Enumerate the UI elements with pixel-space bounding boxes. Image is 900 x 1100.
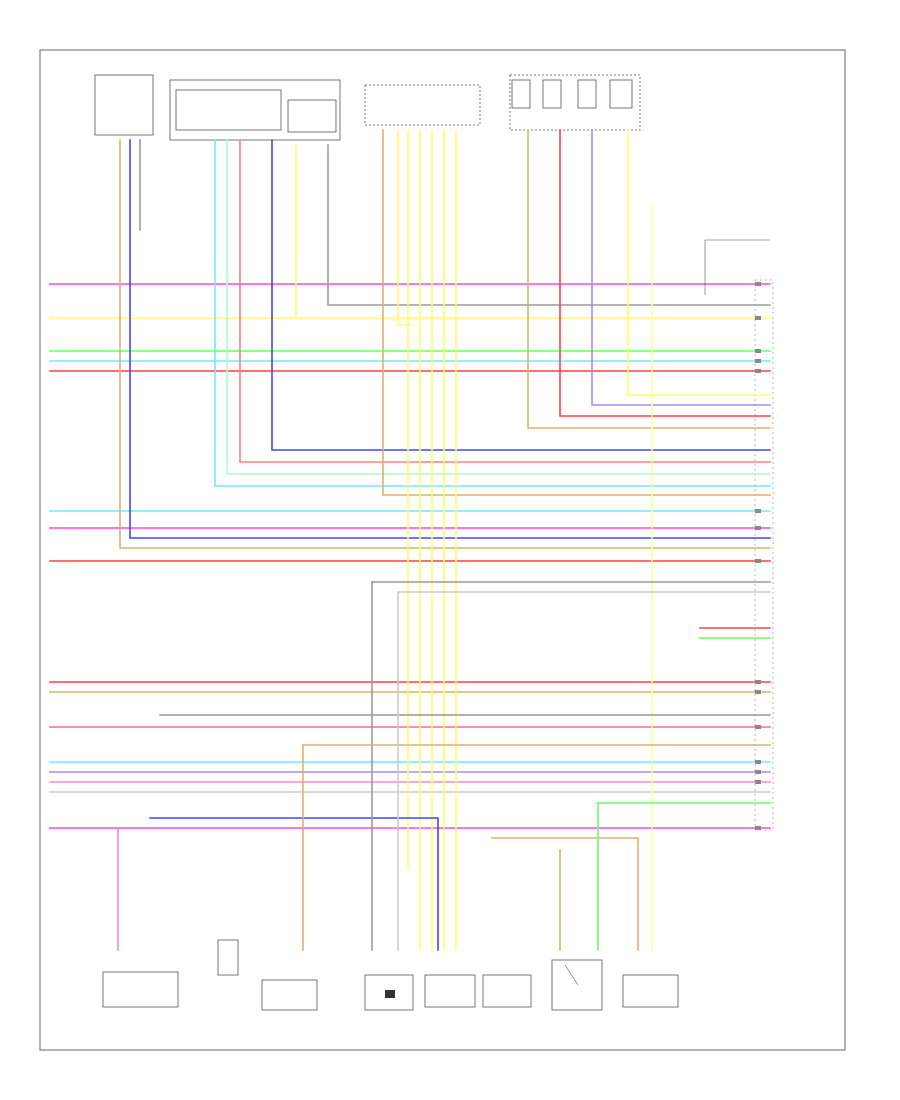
wire-blue-bottom (149, 817, 439, 951)
bottom-component-1 (102, 971, 179, 1008)
bottom-component-7 (551, 959, 603, 1011)
top-component-1 (94, 74, 154, 136)
wire-tan-vertical (119, 139, 771, 549)
bottom-component-4 (364, 974, 414, 1011)
wire-lightred-vert (239, 139, 771, 463)
wire-tan-vert-3 (382, 129, 771, 496)
wire-blue-vert-2 (271, 139, 771, 451)
wire-yellow-vert-3a (397, 129, 411, 326)
wire-yellow-vert-4 (627, 129, 771, 396)
bottom-component-5 (424, 974, 476, 1008)
bottom-component-8 (622, 974, 679, 1008)
pin-markers (755, 282, 761, 830)
top-component-3 (364, 84, 481, 126)
wire-blue-vertical (129, 139, 771, 539)
wire-lightblue-vert (214, 139, 771, 487)
bottom-component-6 (482, 974, 532, 1008)
top-component-2 (169, 79, 341, 141)
wire-violet-vert-4 (591, 129, 771, 406)
wire-tan-bottom-3 (491, 837, 639, 951)
bottom-component-3 (261, 979, 318, 1011)
diagram-frame (39, 49, 846, 1051)
right-connector (754, 279, 774, 831)
wire-lightgreen-vert (226, 139, 771, 475)
bottom-component-2 (217, 939, 239, 976)
top-component-4 (509, 74, 641, 131)
wire-gray-vert-2 (327, 144, 771, 306)
wires (49, 129, 771, 951)
wire-tan-vert-4 (527, 129, 771, 429)
wire-red-vert-4 (559, 129, 771, 417)
wire-top-right-loop (704, 239, 770, 295)
